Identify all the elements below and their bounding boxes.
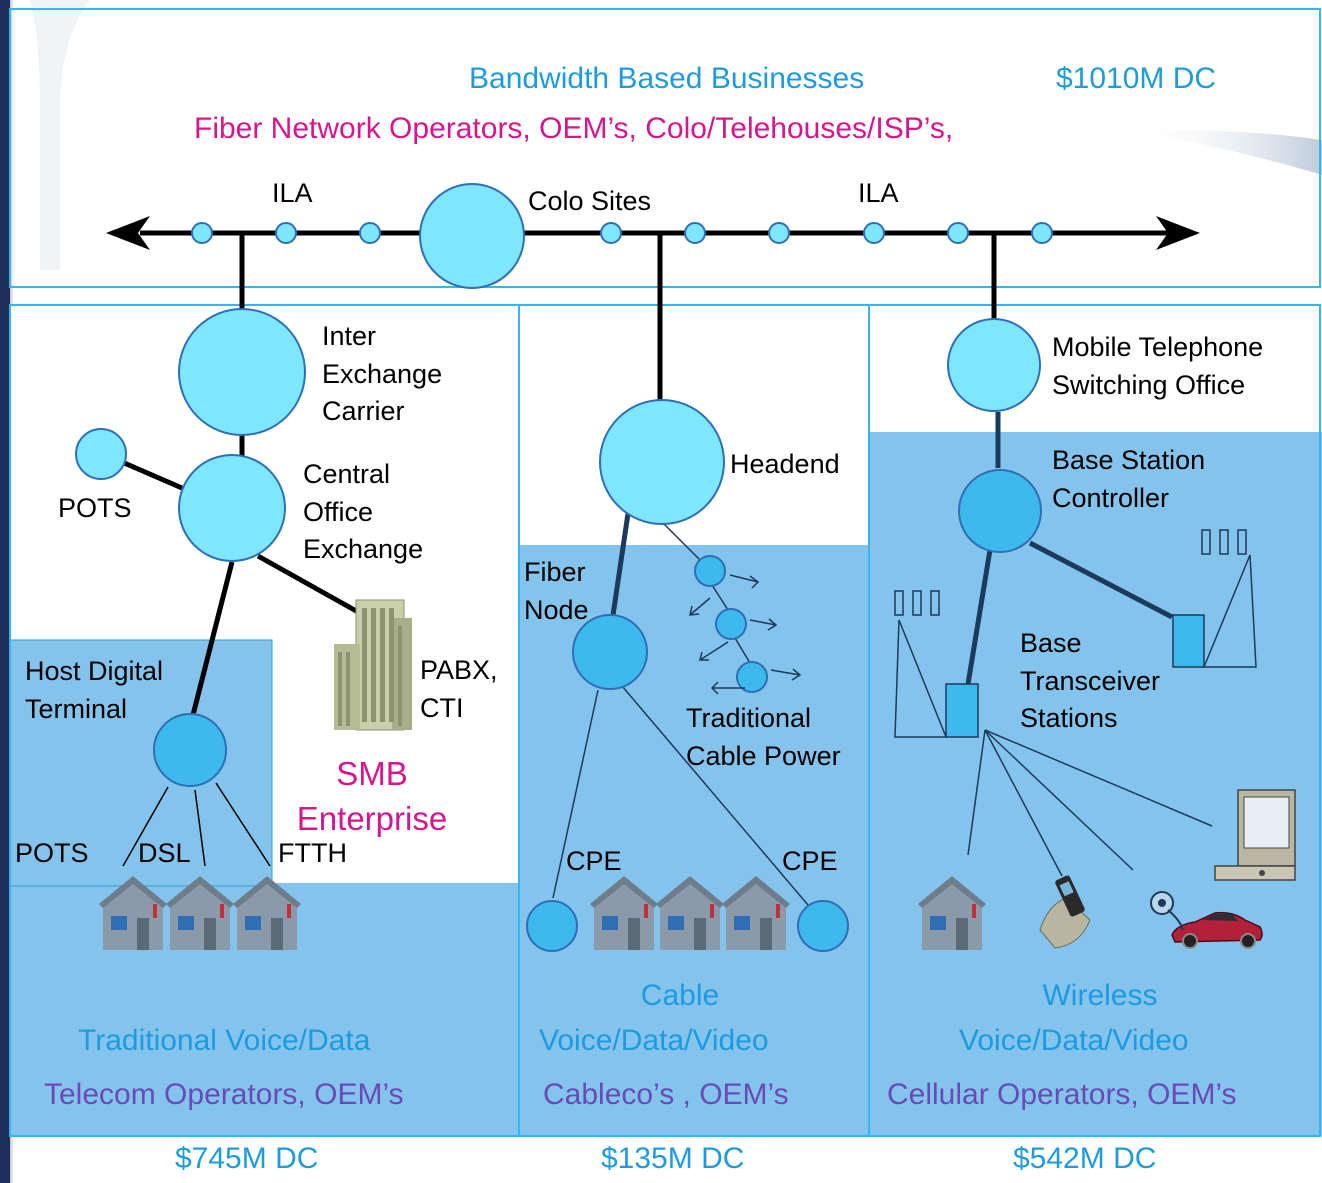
- telecom-value-label: $745M DC: [175, 1142, 319, 1175]
- bts-fanout: [967, 729, 1213, 877]
- power-arrows: [689, 574, 802, 695]
- power-node: [715, 608, 747, 640]
- ila-node: [600, 222, 622, 244]
- header-title-value: $1010M DC: [1056, 62, 1217, 95]
- backbone-arrow-right: [1156, 216, 1200, 250]
- ila-node: [191, 222, 213, 244]
- telecom-segment-label: Traditional Voice/Data: [78, 1024, 371, 1057]
- inter-exchange-carrier-node: [178, 308, 306, 436]
- pots-label: POTS: [15, 838, 89, 868]
- colo-sites-label: Colo Sites: [528, 186, 652, 216]
- ila-right-label: ILA: [858, 178, 899, 208]
- iec-label: Inter Exchange Carrier: [322, 321, 443, 427]
- cable-segment-label-1: Cable: [640, 979, 720, 1012]
- bts-right-signal-icon: [1201, 529, 1247, 555]
- bsc-bts-right-link: [1028, 540, 1174, 620]
- cpe-left-line: [552, 689, 599, 899]
- ila-node: [275, 222, 297, 244]
- cable-value-label: $135M DC: [601, 1142, 745, 1175]
- cable-operators-label: Cableco’s , OEM’s: [543, 1078, 789, 1111]
- co-smb-link: [256, 553, 360, 615]
- wireless-operators-label: Cellular Operators, OEM’s: [887, 1078, 1237, 1111]
- colo-site-node: [419, 183, 525, 289]
- headend-fibernode-link: [609, 499, 633, 623]
- bts-right-box: [1172, 614, 1205, 668]
- ila-node: [947, 222, 969, 244]
- host-digital-terminal-node: [153, 713, 227, 787]
- mtso-label: Mobile Telephone Switching Office: [1052, 332, 1264, 400]
- base-transceiver-stations-label: Base Transceiver Stations: [1020, 628, 1161, 734]
- bts-left-box: [945, 683, 979, 738]
- bts-right-antenna: [1202, 554, 1257, 668]
- base-station-controller-node: [958, 469, 1042, 553]
- mtso-node: [947, 318, 1041, 412]
- bottom-frame: [9, 304, 1321, 1137]
- cpe-right-label: CPE: [782, 846, 838, 876]
- ila-node: [1031, 222, 1053, 244]
- host-digital-terminal-label: Host Digital Terminal: [25, 656, 164, 724]
- cable-segment-label-2: Voice/Data/Video: [539, 1024, 769, 1057]
- central-office-node: [178, 454, 286, 562]
- ila-node: [684, 222, 706, 244]
- top-frame: [9, 8, 1321, 288]
- power-link: [734, 637, 751, 664]
- backbone-arrow-left: [106, 216, 150, 250]
- pots-co-link: [121, 459, 183, 491]
- cable-power-label: Traditional Cable Power: [686, 703, 841, 771]
- pots-node: [75, 428, 127, 480]
- power-node: [736, 661, 768, 693]
- car-icon: [1150, 891, 1263, 949]
- base-station-controller-label: Base Station Controller: [1052, 445, 1206, 513]
- telecom-operators-label: Telecom Operators, OEM’s: [44, 1078, 404, 1111]
- left-edge-bar: [0, 0, 10, 1183]
- dsl-label: DSL: [138, 838, 191, 868]
- cpe-right-line: [621, 685, 809, 906]
- top-left-shade: [30, 0, 90, 270]
- laptop-icon: [1214, 789, 1296, 881]
- ila-node: [863, 222, 885, 244]
- ila-node: [359, 222, 381, 244]
- bsc-bts-left-link: [965, 549, 993, 685]
- bts-left-signal-icon: [894, 590, 940, 616]
- host-digital-terminal-panel: [9, 639, 273, 887]
- central-office-label: Central Office Exchange: [303, 459, 424, 565]
- header-subtitle: Fiber Network Operators, OEM’s, Colo/Tel…: [194, 112, 954, 145]
- header-title: Bandwidth Based Businesses: [469, 62, 865, 95]
- cpe-right-node: [797, 900, 849, 952]
- swoosh-shape: [1130, 129, 1322, 175]
- dsl-line: [194, 789, 206, 867]
- bts-left-antenna: [894, 619, 948, 738]
- wireless-segment-label-2: Voice/Data/Video: [959, 1024, 1189, 1057]
- smb-enterprise-label: SMB Enterprise: [296, 755, 448, 837]
- pabx-label: PABX, CTI: [420, 655, 498, 723]
- pots-top-label: POTS: [58, 493, 132, 523]
- pots-line: [122, 786, 169, 867]
- headend-label: Headend: [730, 449, 840, 479]
- wireless-segment-label-1: Wireless: [1042, 979, 1158, 1012]
- fiber-node-label: Fiber Node: [524, 557, 589, 625]
- fiber-node: [572, 614, 648, 690]
- cpe-left-label: CPE: [566, 846, 622, 876]
- cell-phone-icon: [1039, 875, 1091, 949]
- ftth-line: [215, 782, 271, 867]
- wireless-value-label: $542M DC: [1013, 1142, 1157, 1175]
- power-link: [711, 584, 729, 611]
- power-node: [694, 555, 726, 587]
- headend-node: [599, 399, 725, 525]
- ila-left-label: ILA: [272, 178, 313, 208]
- co-hdt-link: [190, 561, 235, 716]
- cpe-left-node: [526, 900, 578, 952]
- ftth-label: FTTH: [278, 838, 347, 868]
- ila-node: [768, 222, 790, 244]
